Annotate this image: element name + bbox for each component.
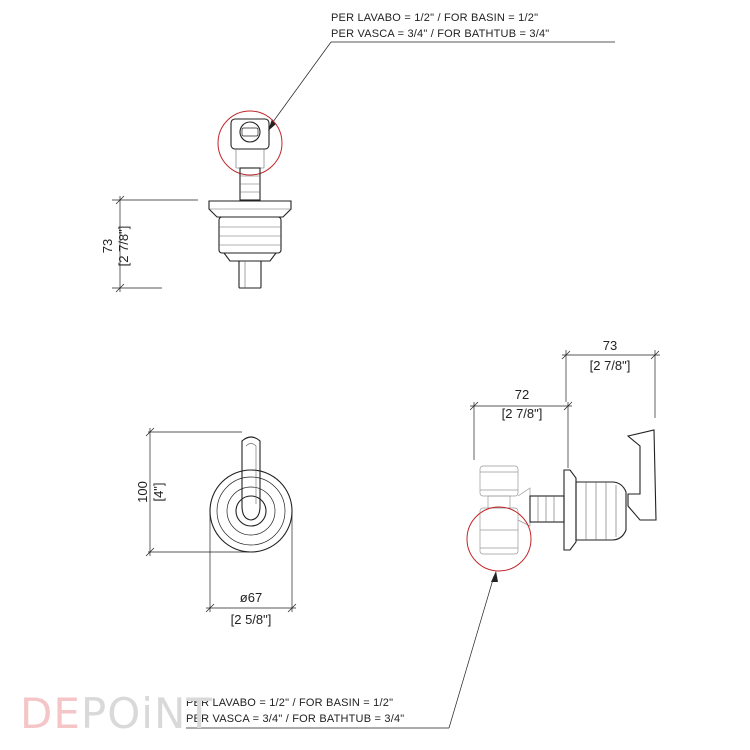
top-elbow-port	[239, 121, 261, 143]
side-nipple	[529, 495, 565, 523]
side-view: 72 [2 7/8"] 73 [2 7/8"]	[448, 338, 660, 729]
front-dim-diameter-in: [2 5/8"]	[231, 612, 272, 627]
side-trim-body	[575, 481, 627, 541]
top-elbow-body	[230, 118, 270, 150]
front-view: 100 [4"] ø67 [2 5/8"]	[135, 427, 297, 627]
top-dim-mm: 73	[100, 239, 115, 253]
bottom-note-arrowhead	[491, 571, 498, 582]
logo-text: DEPOiNT	[20, 689, 213, 738]
side-dim-total-in: [2 7/8"]	[590, 358, 631, 373]
front-hub	[235, 495, 267, 527]
top-note-line1: PER LAVABO = 1/2" / FOR BASIN = 1/2"	[331, 12, 538, 24]
top-note-line2: PER VASCA = 3/4" / FOR BATHTUB = 3/4"	[331, 28, 549, 40]
front-escutcheon-outer	[209, 469, 293, 553]
top-note-leader	[269, 41, 332, 127]
bottom-note-leader	[448, 575, 495, 729]
side-tee-lower	[479, 507, 519, 555]
side-dim-depth-mm: 72	[515, 387, 529, 402]
front-dim-diameter-mm: ø67	[240, 590, 262, 605]
bottom-note-line2: PER VASCA = 3/4" / FOR BATHTUB = 3/4"	[186, 713, 404, 725]
top-callout-circle	[217, 110, 283, 176]
front-dim-height-mm: 100	[135, 481, 150, 503]
side-lever-handle	[626, 429, 657, 521]
side-dim-depth-in: [2 7/8"]	[502, 406, 543, 421]
side-dim-total-mm: 73	[603, 338, 617, 353]
top-view: PER LAVABO = 1/2" / FOR BASIN = 1/2" PER…	[100, 12, 615, 293]
logo-part-point: POiNT	[81, 689, 213, 738]
top-elbow-slot	[241, 127, 259, 137]
side-tee-upper	[479, 465, 519, 497]
side-wall-flange	[563, 469, 577, 551]
side-callout-circle	[466, 506, 532, 572]
front-lever-handle	[241, 436, 261, 521]
brand-logo: DEPOiNT	[20, 689, 213, 738]
top-spindle	[238, 260, 262, 289]
bottom-note: PER LAVABO = 1/2" / FOR BASIN = 1/2" PER…	[186, 697, 449, 729]
front-dim-height-in: [4"]	[151, 482, 166, 501]
top-body	[218, 216, 282, 254]
front-escutcheon-inner	[226, 486, 276, 536]
front-escutcheon-ring	[216, 476, 286, 546]
bottom-note-line1: PER LAVABO = 1/2" / FOR BASIN = 1/2"	[186, 697, 393, 709]
logo-part-de: DE	[20, 689, 81, 738]
top-dim-in: [2 7/8"]	[116, 226, 131, 267]
